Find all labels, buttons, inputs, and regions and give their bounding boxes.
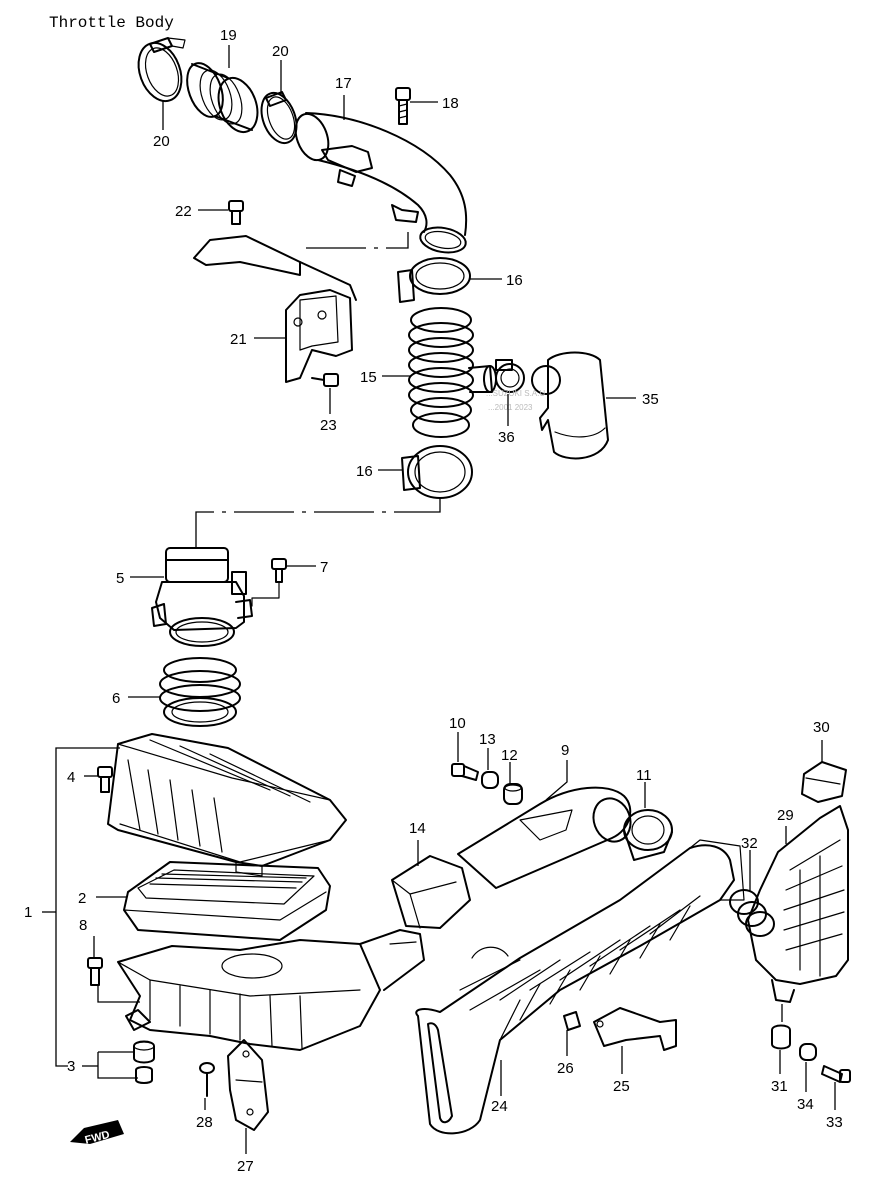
clip-28 <box>199 1062 215 1097</box>
bolt-22 <box>228 200 244 225</box>
callout-35: 35 <box>642 391 659 408</box>
collar-34 <box>799 1043 817 1061</box>
bolt-4 <box>97 766 113 793</box>
callout-33: 33 <box>826 1114 843 1131</box>
callout-17: 17 <box>335 75 352 92</box>
callout-4: 4 <box>67 769 75 786</box>
callout-36: 36 <box>498 429 515 446</box>
callout-22: 22 <box>175 203 192 220</box>
air-cleaner-cover <box>107 733 347 877</box>
bracket-25 <box>593 1007 677 1051</box>
callout-20-a: 20 <box>153 133 170 150</box>
callout-9: 9 <box>561 742 569 759</box>
callout-16-b: 16 <box>356 463 373 480</box>
bolt-8 <box>87 957 103 986</box>
callout-28: 28 <box>196 1114 213 1131</box>
callout-7: 7 <box>320 559 328 576</box>
watermark: ...SUZUKI S.A.U ...2001 2023 <box>486 389 545 412</box>
nut-26 <box>563 1011 581 1031</box>
callout-20-b: 20 <box>272 43 289 60</box>
callout-34: 34 <box>797 1096 814 1113</box>
grommet-12 <box>503 783 523 805</box>
resonator-cap-30 <box>801 761 847 803</box>
intake-hose-short <box>186 62 259 134</box>
callout-12: 12 <box>501 747 518 764</box>
resonator-35 <box>531 351 609 460</box>
bracket-21 <box>193 235 357 383</box>
bracket-27 <box>227 1039 269 1131</box>
intake-pipe-curved <box>294 112 468 254</box>
bolt-33 <box>821 1065 851 1083</box>
hose-clamp-upper-left <box>137 37 186 103</box>
bolt-18 <box>395 87 411 125</box>
leader-lines <box>82 45 836 1154</box>
callout-numbers: 20 19 20 17 18 22 16 21 15 36 35 23 16 5… <box>24 27 843 1175</box>
callout-21: 21 <box>230 331 247 348</box>
hose-32 <box>729 889 775 937</box>
callout-8: 8 <box>79 917 87 934</box>
duct-boot-11 <box>623 809 673 861</box>
intake-boot <box>159 657 241 727</box>
callout-6: 6 <box>112 690 120 707</box>
grommet-set <box>133 1040 155 1084</box>
resonator-duct <box>457 786 632 889</box>
callout-2: 2 <box>78 890 86 907</box>
air-cleaner-case <box>117 929 425 1051</box>
callout-3: 3 <box>67 1058 75 1075</box>
assembly-link-line <box>195 498 441 548</box>
callout-13: 13 <box>479 731 496 748</box>
callout-25: 25 <box>613 1078 630 1095</box>
callout-27: 27 <box>237 1158 254 1175</box>
callout-15: 15 <box>360 369 377 386</box>
group-bracket-1 <box>55 747 120 1067</box>
callout-31: 31 <box>771 1078 788 1095</box>
callout-16-a: 16 <box>506 272 523 289</box>
diagram-title: Throttle Body <box>49 14 174 32</box>
callout-19: 19 <box>220 27 237 44</box>
hose-clamp-36 <box>495 359 525 393</box>
fwd-label: FWD <box>84 1129 111 1147</box>
air-flow-meter <box>151 547 253 647</box>
air-filter-element <box>123 861 331 941</box>
callout-5: 5 <box>116 570 124 587</box>
callout-29: 29 <box>777 807 794 824</box>
callout-18: 18 <box>442 95 459 112</box>
callout-24: 24 <box>491 1098 508 1115</box>
svg-text:...2001 2023: ...2001 2023 <box>488 403 533 412</box>
grommet-31 <box>771 1024 791 1050</box>
callout-1: 1 <box>24 904 32 921</box>
hose-clamp-upper-mid <box>260 91 298 145</box>
bolt-23 <box>311 373 339 387</box>
hose-clamp-16-lower <box>401 445 473 499</box>
callout-11: 11 <box>636 767 652 784</box>
callout-23: 23 <box>320 417 337 434</box>
resonator-29 <box>747 805 849 1003</box>
callout-32: 32 <box>741 835 758 852</box>
assembly-link-line-upper <box>306 232 409 249</box>
screw-7 <box>251 558 287 607</box>
group-bracket-3 <box>97 1051 138 1079</box>
forward-arrow-icon: FWD <box>70 1120 124 1147</box>
callout-14: 14 <box>409 820 426 837</box>
duct-piece-14 <box>391 855 471 929</box>
bellows-hose <box>408 307 497 438</box>
callout-26: 26 <box>557 1060 574 1077</box>
intake-duct-long <box>415 839 745 1135</box>
collar-13 <box>481 771 499 789</box>
callout-10: 10 <box>449 715 466 732</box>
bolt-10 <box>451 763 479 781</box>
callout-30: 30 <box>813 719 830 736</box>
hose-clamp-16-upper <box>397 257 471 303</box>
svg-text:...SUZUKI S.A.U: ...SUZUKI S.A.U <box>486 389 545 398</box>
